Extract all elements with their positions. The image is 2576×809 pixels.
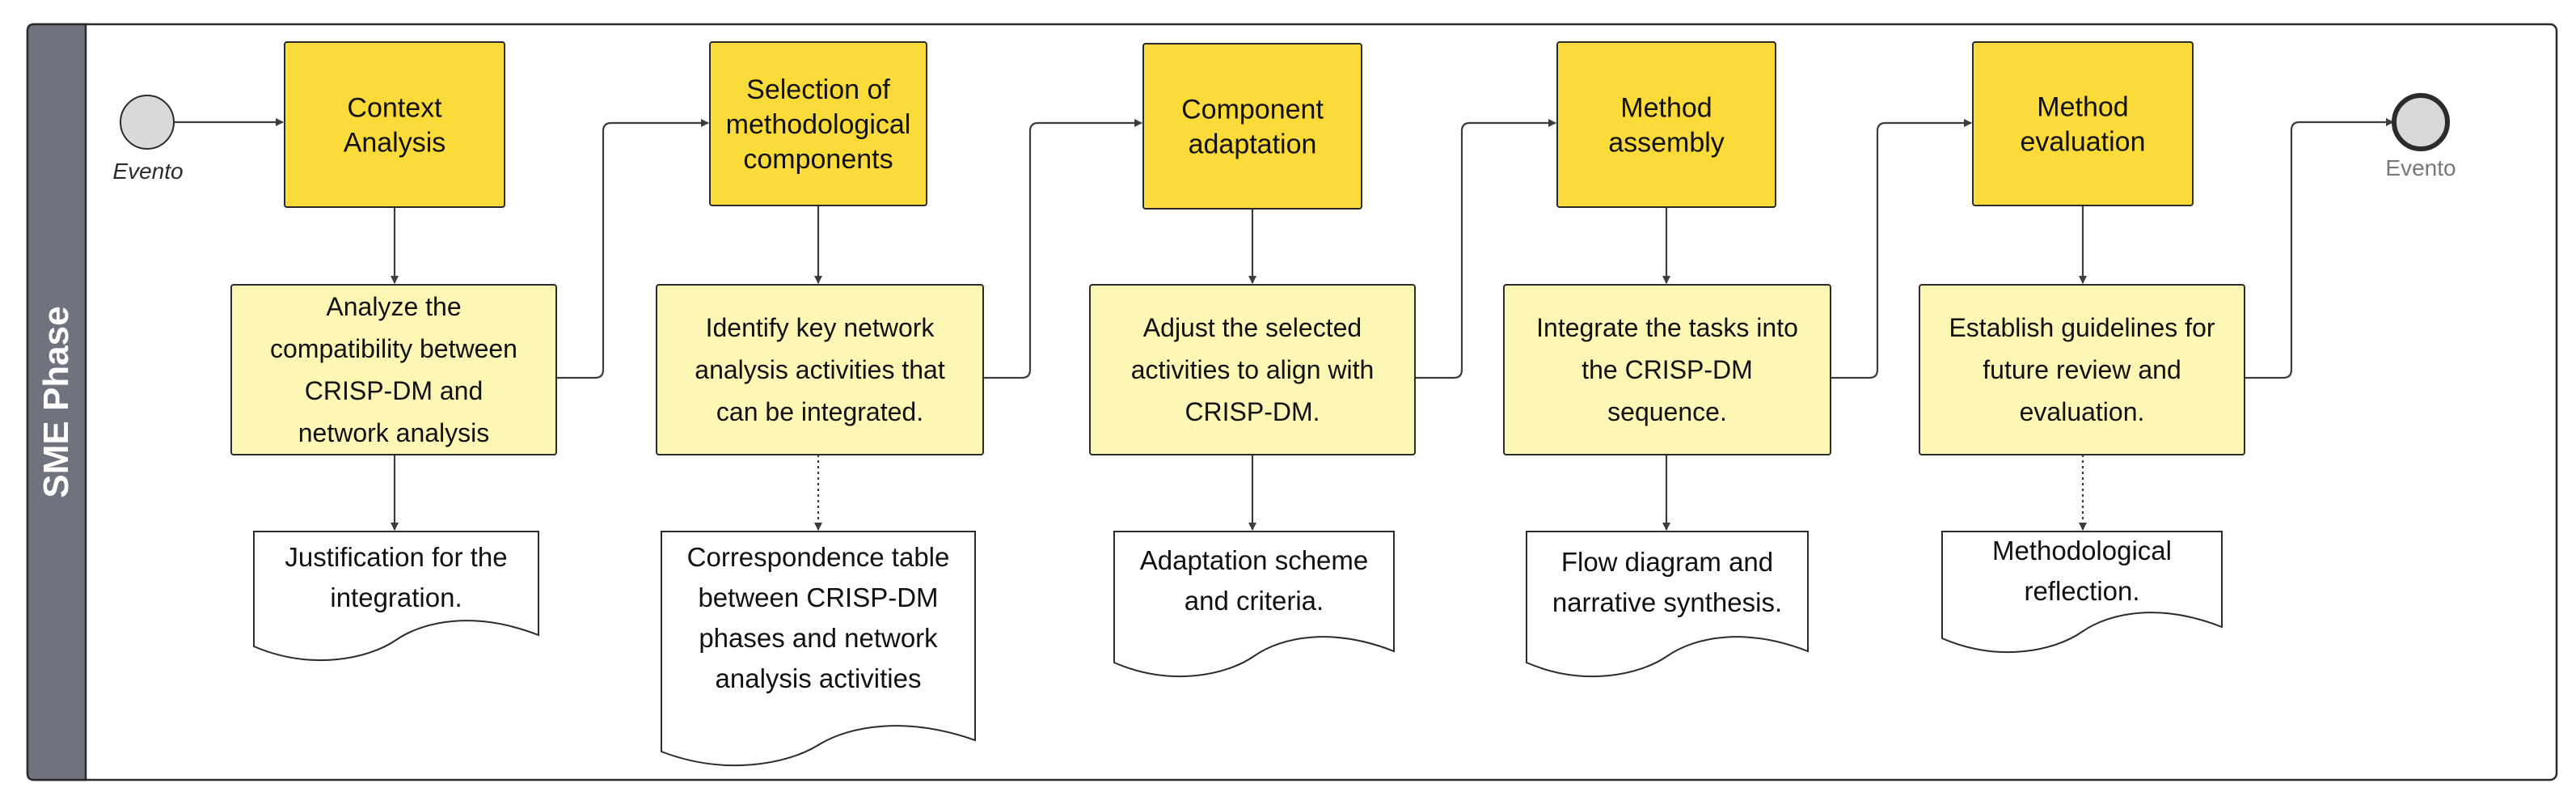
- activity-box-shape: [656, 284, 984, 455]
- step-label-line: Component: [1181, 94, 1324, 125]
- activity-label-line: CRISP-DM and: [305, 376, 484, 405]
- output-document[interactable]: Flow diagram and narrative synthesis.: [1526, 531, 1809, 678]
- step-box[interactable]: Method evaluation: [1972, 41, 2194, 206]
- step-box-shape: [1142, 43, 1362, 210]
- step-label-line: assembly: [1608, 127, 1725, 158]
- output-document[interactable]: Methodological reflection.: [1941, 531, 2223, 654]
- output-document[interactable]: Adaptation scheme and criteria.: [1113, 531, 1395, 678]
- step-label-line: methodological: [726, 109, 911, 140]
- output-label-line: narrative synthesis.: [1552, 587, 1782, 617]
- output-label-line: reflection.: [2024, 576, 2139, 606]
- step-box-shape: [1972, 41, 2194, 206]
- activity-label-line: compatibility between: [270, 334, 517, 363]
- activity-box[interactable]: Analyze the compatibility betweenCRISP-DM…: [230, 284, 557, 455]
- document-shape: [253, 531, 539, 662]
- output-label-line: and criteria.: [1185, 586, 1324, 616]
- activity-to-next-step-arrow: [1415, 119, 1556, 379]
- step-label-line: Method: [1620, 92, 1712, 123]
- output-label-line: phases and network: [699, 623, 938, 653]
- activity-label-line: Establish guidelines for: [1949, 313, 2215, 342]
- activity-box-shape: [1503, 284, 1831, 455]
- output-label-line: Methodological: [1992, 536, 2172, 565]
- activity-to-next-step-arrow: [556, 119, 709, 379]
- activity-to-next-step-arrow: [983, 119, 1142, 379]
- output-label-line: Correspondence table: [687, 542, 950, 572]
- activity-box[interactable]: Identify key network analysis activities …: [656, 284, 984, 455]
- activity-box-shape: [1089, 284, 1416, 455]
- activity-label-line: activities to align with: [1131, 355, 1375, 384]
- end-event-icon: [2392, 93, 2450, 151]
- step-label-line: Selection of: [746, 74, 890, 105]
- output-label-line: analysis activities: [716, 663, 922, 693]
- activity-label-line: Integrate the tasks into: [1536, 313, 1798, 342]
- activity-label-line: analysis activities that: [695, 355, 945, 384]
- step-box-shape: [1556, 41, 1776, 208]
- activity-box[interactable]: Establish guidelines for future review an…: [1919, 284, 2245, 455]
- start-event-icon: [120, 95, 175, 150]
- connectors: [175, 118, 2394, 531]
- activity-box[interactable]: Adjust the selected activities to align w…: [1089, 284, 1416, 455]
- document-shape: [1941, 531, 2223, 654]
- output-label-line: Flow diagram and: [1561, 547, 1773, 577]
- activity-box-shape: [1919, 284, 2245, 455]
- activity-label-line: sequence.: [1607, 397, 1727, 426]
- step-box-shape: [709, 41, 927, 206]
- activity-label-line: Identify key network: [706, 313, 935, 342]
- output-document[interactable]: Correspondence table between CRISP-DM phas…: [661, 531, 976, 767]
- activity-box-shape: [230, 284, 557, 455]
- output-label-line: integration.: [330, 582, 462, 612]
- end-event-label: Evento: [2385, 155, 2456, 180]
- activity-label-line: Adjust the selected: [1143, 313, 1362, 342]
- step-label-line: Context: [347, 92, 442, 123]
- output-document[interactable]: Justification for the integration.: [253, 531, 539, 662]
- pool-label: SME Phase: [36, 306, 76, 498]
- step-box[interactable]: Selection of methodological components: [709, 41, 927, 206]
- activity-label-line: evaluation.: [2020, 397, 2145, 426]
- step-box-shape: [284, 41, 505, 208]
- step-box[interactable]: Method assembly: [1556, 41, 1776, 208]
- activity-label-line: CRISP-DM.: [1185, 397, 1320, 426]
- document-shape: [1113, 531, 1395, 678]
- step-label-line: adaptation: [1189, 129, 1317, 159]
- document-shape: [1526, 531, 1809, 678]
- step-label-line: components: [743, 144, 893, 175]
- activity-to-next-step-arrow: [1831, 119, 1972, 379]
- activity-box[interactable]: Integrate the tasks into the CRISP-DM sequ…: [1503, 284, 1831, 455]
- start-event[interactable]: Evento: [112, 95, 184, 184]
- activity-label-line: future review and: [1983, 355, 2181, 384]
- pool-header-bar: [26, 23, 87, 781]
- step-label-line: evaluation: [2020, 126, 2145, 157]
- end-event[interactable]: Evento: [2385, 93, 2456, 180]
- document-shape: [661, 531, 976, 767]
- output-label-line: Adaptation scheme: [1140, 545, 1369, 575]
- activity-label-line: network analysis: [298, 418, 490, 447]
- start-event-label: Evento: [112, 159, 183, 184]
- step-box[interactable]: Component adaptation: [1142, 43, 1362, 210]
- activity-label-line: Analyze the: [326, 292, 461, 321]
- output-label-line: Justification for the: [285, 542, 507, 572]
- step-label-line: Method: [2037, 91, 2128, 122]
- activity-label-line: the CRISP-DM: [1581, 355, 1753, 384]
- output-label-line: between CRISP-DM: [698, 582, 938, 612]
- step-label-line: Analysis: [344, 127, 446, 158]
- stage-2: Selection of methodological componentsIden…: [656, 41, 984, 767]
- activity-to-end-arrow: [2244, 118, 2394, 379]
- activity-label-line: can be integrated.: [716, 397, 923, 426]
